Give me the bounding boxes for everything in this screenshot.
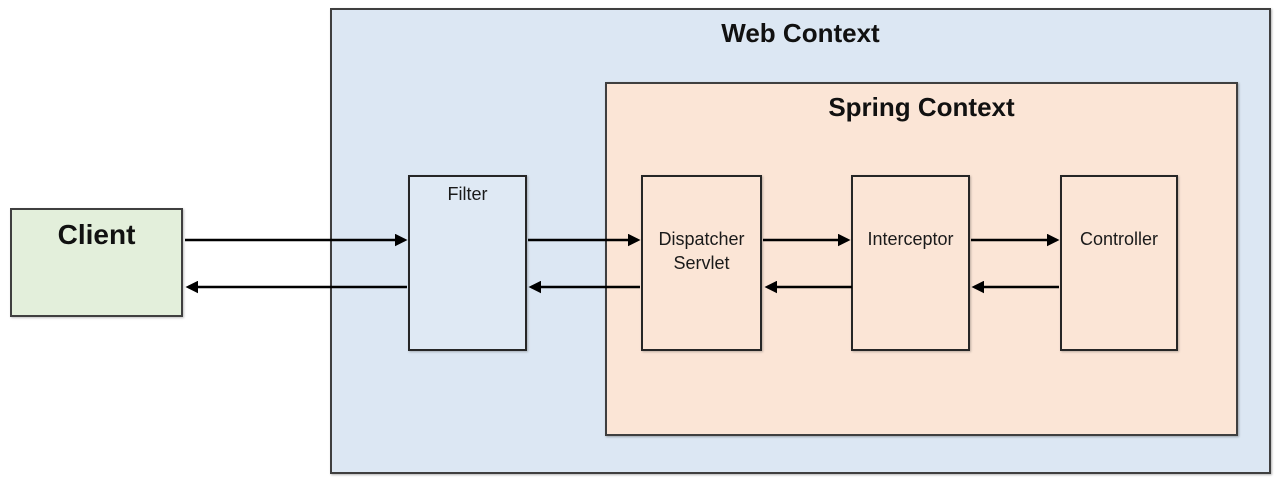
controller-node: Controller — [1060, 175, 1178, 351]
filter-label: Filter — [447, 184, 488, 204]
dispatcher-servlet-node: Dispatcher Servlet — [641, 175, 762, 351]
spring-context-title: Spring Context — [828, 92, 1015, 122]
filter-node: Filter — [408, 175, 527, 351]
web-context-title: Web Context — [721, 18, 880, 48]
client-node: Client — [10, 208, 183, 317]
client-label: Client — [57, 219, 136, 250]
interceptor-node: Interceptor — [851, 175, 970, 351]
controller-label: Controller — [1079, 229, 1159, 249]
interceptor-label: Interceptor — [867, 229, 954, 249]
dispatcher-servlet-label: Dispatcher Servlet — [658, 229, 745, 273]
